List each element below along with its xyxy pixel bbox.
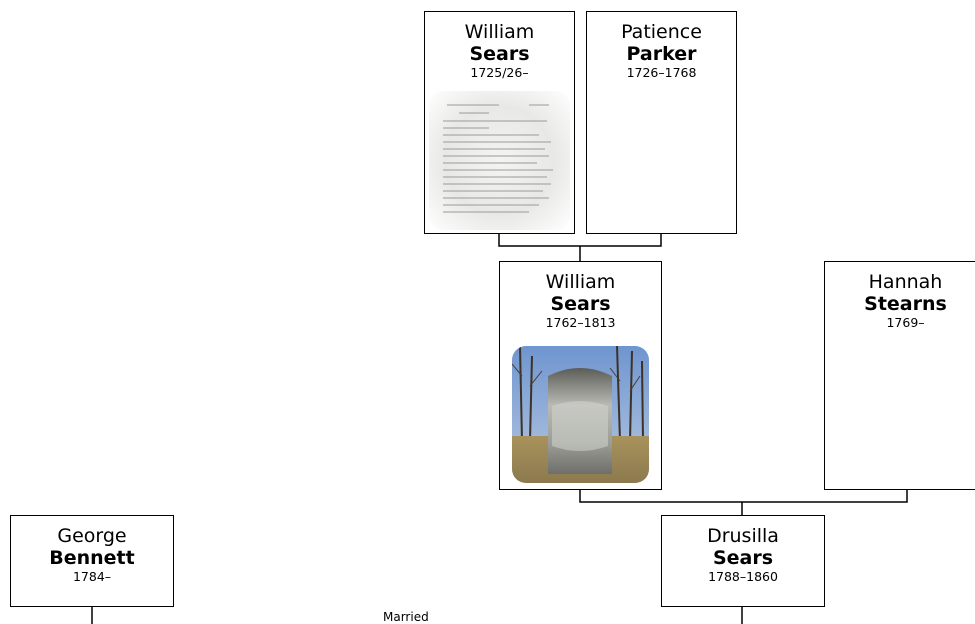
- gravestone-scene: [512, 346, 649, 483]
- person-card-william-sears-1762[interactable]: William Sears 1762–1813: [499, 261, 662, 490]
- person-card-george-bennett[interactable]: George Bennett 1784–: [10, 515, 174, 607]
- last-name: Bennett: [49, 547, 135, 569]
- first-name: William: [545, 271, 616, 293]
- first-name: William: [464, 21, 535, 43]
- life-dates: 1769–: [886, 315, 925, 330]
- first-name: Hannah: [868, 271, 943, 293]
- person-card-drusilla-sears[interactable]: Drusilla Sears 1788–1860: [661, 515, 825, 607]
- last-name: Sears: [712, 547, 774, 569]
- last-name: Sears: [550, 293, 611, 315]
- last-name: Stearns: [864, 293, 947, 315]
- first-name: Patience: [621, 21, 702, 43]
- life-dates: 1762–1813: [545, 315, 616, 330]
- life-dates: 1784–: [72, 569, 112, 584]
- person-card-william-sears-1725[interactable]: William Sears 1725/26–: [424, 11, 575, 234]
- last-name: Parker: [626, 43, 697, 65]
- document-scan-image[interactable]: [429, 91, 570, 230]
- person-card-hannah-stearns[interactable]: Hannah Stearns 1769–: [824, 261, 975, 490]
- life-dates: 1788–1860: [708, 569, 778, 584]
- life-dates: 1726–1768: [626, 65, 697, 80]
- married-label: Married: [383, 610, 429, 624]
- life-dates: 1725/26–: [470, 65, 529, 80]
- first-name: George: [57, 525, 127, 547]
- person-card-patience-parker[interactable]: Patience Parker 1726–1768: [586, 11, 737, 234]
- gravestone-photo[interactable]: [512, 346, 649, 483]
- document-text-lines: [443, 104, 553, 213]
- first-name: Drusilla: [707, 525, 779, 547]
- last-name: Sears: [469, 43, 530, 65]
